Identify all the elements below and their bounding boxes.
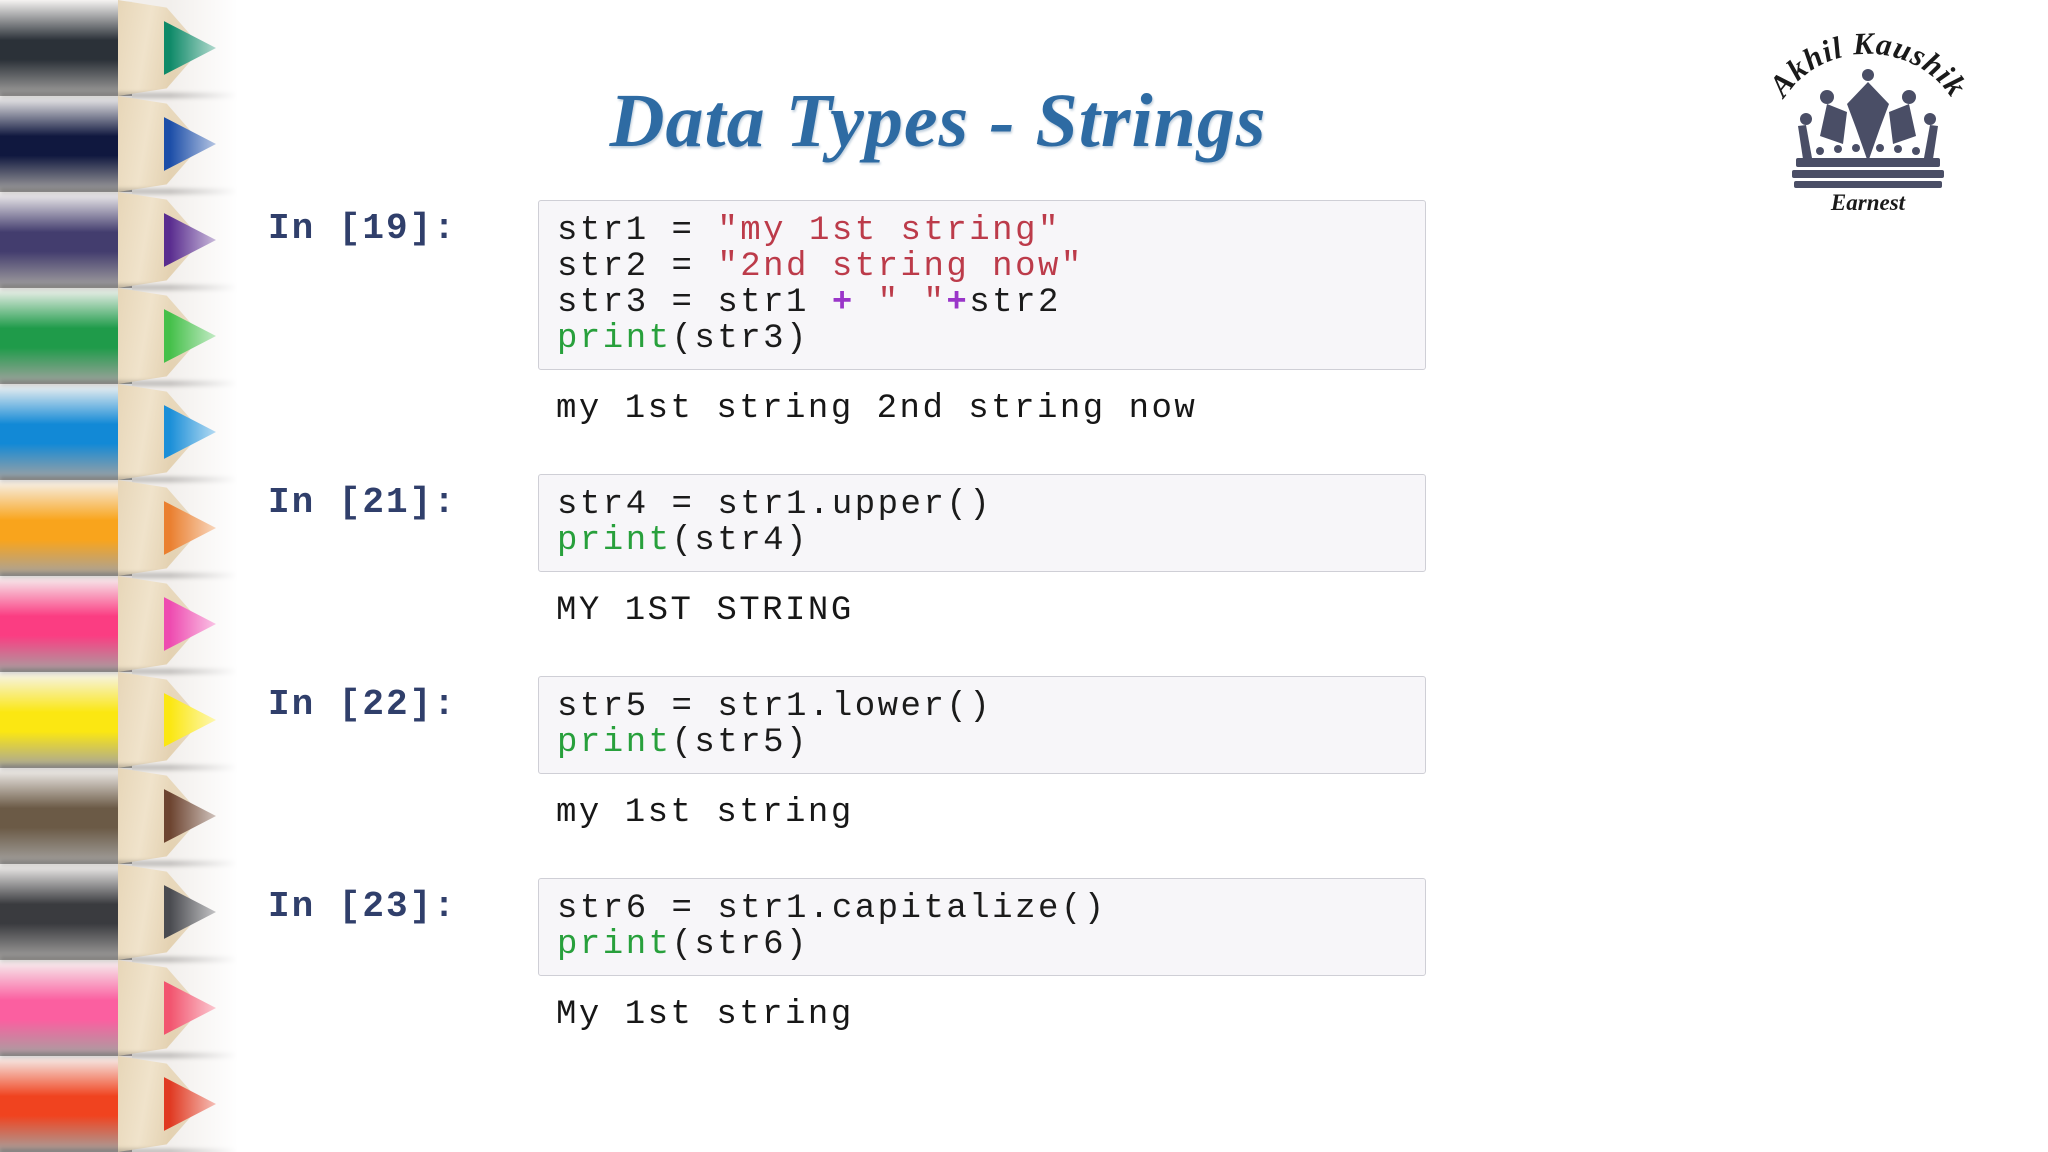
pencil-lead <box>164 1077 216 1131</box>
code-token-plain: str4 = str1.upper() <box>557 486 993 524</box>
pencil-lead <box>164 597 216 651</box>
pencil-9 <box>0 768 238 866</box>
code-token-string: "2nd string now" <box>717 248 1084 286</box>
pencil-shadow <box>0 477 238 482</box>
code-line: print(str3) <box>557 321 1425 357</box>
pencil-8 <box>0 672 238 770</box>
code-token-function: print <box>557 926 672 964</box>
page-title: Data Types - Strings <box>609 79 1267 163</box>
code-token-plain: str2 = <box>557 248 718 286</box>
colored-pencils-strip <box>0 0 238 1152</box>
pencil-barrel <box>0 0 132 96</box>
pencil-lead <box>164 309 216 363</box>
pencil-11 <box>0 960 238 1058</box>
code-token-string: " " <box>877 284 947 322</box>
code-token-operator: + <box>946 284 970 322</box>
pencil-6 <box>0 480 238 578</box>
pencil-12 <box>0 1056 238 1152</box>
code-input-box[interactable]: str4 = str1.upper()print(str4) <box>538 474 1426 572</box>
pencil-barrel <box>0 1056 132 1152</box>
pencil-shadow <box>0 957 238 962</box>
pencil-shadow <box>0 93 238 98</box>
pencil-2 <box>0 96 238 194</box>
code-token-plain: str3 = str1 <box>557 284 832 322</box>
pencil-barrel <box>0 768 132 864</box>
slide-body: Data Types - Strings Akhil Kaushik <box>238 0 2048 1152</box>
pencil-barrel <box>0 960 132 1056</box>
cell-output: My 1st string <box>556 996 854 1034</box>
code-token-plain: str5 = str1.lower() <box>557 688 993 726</box>
pencil-shadow <box>0 669 238 674</box>
pencil-shadow <box>0 1149 238 1152</box>
logo-subtitle: Earnest <box>1830 190 1906 212</box>
cell-prompt: In [21]: <box>268 482 457 523</box>
pencil-barrel <box>0 672 132 768</box>
code-token-operator: + <box>831 284 855 322</box>
code-input-box[interactable]: str1 = "my 1st string"str2 = "2nd string… <box>538 200 1426 370</box>
code-line: str3 = str1 + " "+str2 <box>557 285 1425 321</box>
code-token-plain <box>855 284 878 322</box>
pencil-10 <box>0 864 238 962</box>
crown-icon <box>1792 69 1944 188</box>
code-token-plain: str2 <box>969 284 1061 322</box>
code-line: str4 = str1.upper() <box>557 487 1425 523</box>
code-token-plain: (str5) <box>671 724 809 762</box>
pencil-barrel <box>0 864 132 960</box>
code-line: print(str4) <box>557 523 1425 559</box>
code-line: str6 = str1.capitalize() <box>557 891 1425 927</box>
cell-output: MY 1ST STRING <box>556 592 854 630</box>
code-token-plain: (str6) <box>671 926 809 964</box>
pencil-lead <box>164 885 216 939</box>
code-line: print(str5) <box>557 725 1425 761</box>
pencil-shadow <box>0 573 238 578</box>
code-line: str1 = "my 1st string" <box>557 213 1425 249</box>
pencil-1 <box>0 0 238 98</box>
pencil-lead <box>164 693 216 747</box>
pencil-lead <box>164 789 216 843</box>
pencil-lead <box>164 213 216 267</box>
pencil-barrel <box>0 192 132 288</box>
pencil-lead <box>164 501 216 555</box>
pencil-barrel <box>0 384 132 480</box>
pencil-4 <box>0 288 238 386</box>
pencil-lead <box>164 117 216 171</box>
code-token-plain: str1 = <box>557 212 718 250</box>
pencil-lead <box>164 981 216 1035</box>
pencil-shadow <box>0 189 238 194</box>
code-input-box[interactable]: str5 = str1.lower()print(str5) <box>538 676 1426 774</box>
cell-prompt: In [22]: <box>268 684 457 725</box>
code-token-function: print <box>557 522 672 560</box>
pencil-lead <box>164 405 216 459</box>
pencil-shadow <box>0 381 238 386</box>
pencil-barrel <box>0 96 132 192</box>
pencil-lead <box>164 21 216 75</box>
cell-prompt: In [23]: <box>268 886 457 927</box>
code-line: str2 = "2nd string now" <box>557 249 1425 285</box>
cell-output: my 1st string <box>556 794 854 832</box>
code-token-string: "my 1st string" <box>717 212 1061 250</box>
code-token-function: print <box>557 724 672 762</box>
pencil-7 <box>0 576 238 674</box>
code-input-box[interactable]: str6 = str1.capitalize()print(str6) <box>538 878 1426 976</box>
code-token-plain: str6 = str1.capitalize() <box>557 890 1107 928</box>
pencil-barrel <box>0 480 132 576</box>
code-token-plain: (str4) <box>671 522 809 560</box>
cell-output: my 1st string 2nd string now <box>556 390 1198 428</box>
code-line: str5 = str1.lower() <box>557 689 1425 725</box>
code-line: print(str6) <box>557 927 1425 963</box>
pencil-shadow <box>0 765 238 770</box>
code-token-plain: (str3) <box>671 320 809 358</box>
code-token-function: print <box>557 320 672 358</box>
pencil-5 <box>0 384 238 482</box>
pencil-shadow <box>0 861 238 866</box>
cell-prompt: In [19]: <box>268 208 457 249</box>
brand-logo: Akhil Kaushik <box>1748 12 1988 212</box>
pencil-shadow <box>0 285 238 290</box>
pencil-3 <box>0 192 238 290</box>
pencil-shadow <box>0 1053 238 1058</box>
pencil-barrel <box>0 288 132 384</box>
pencil-barrel <box>0 576 132 672</box>
jupyter-notebook-area: In [19]: str1 = "my 1st string"str2 = "2n… <box>238 200 2048 1080</box>
